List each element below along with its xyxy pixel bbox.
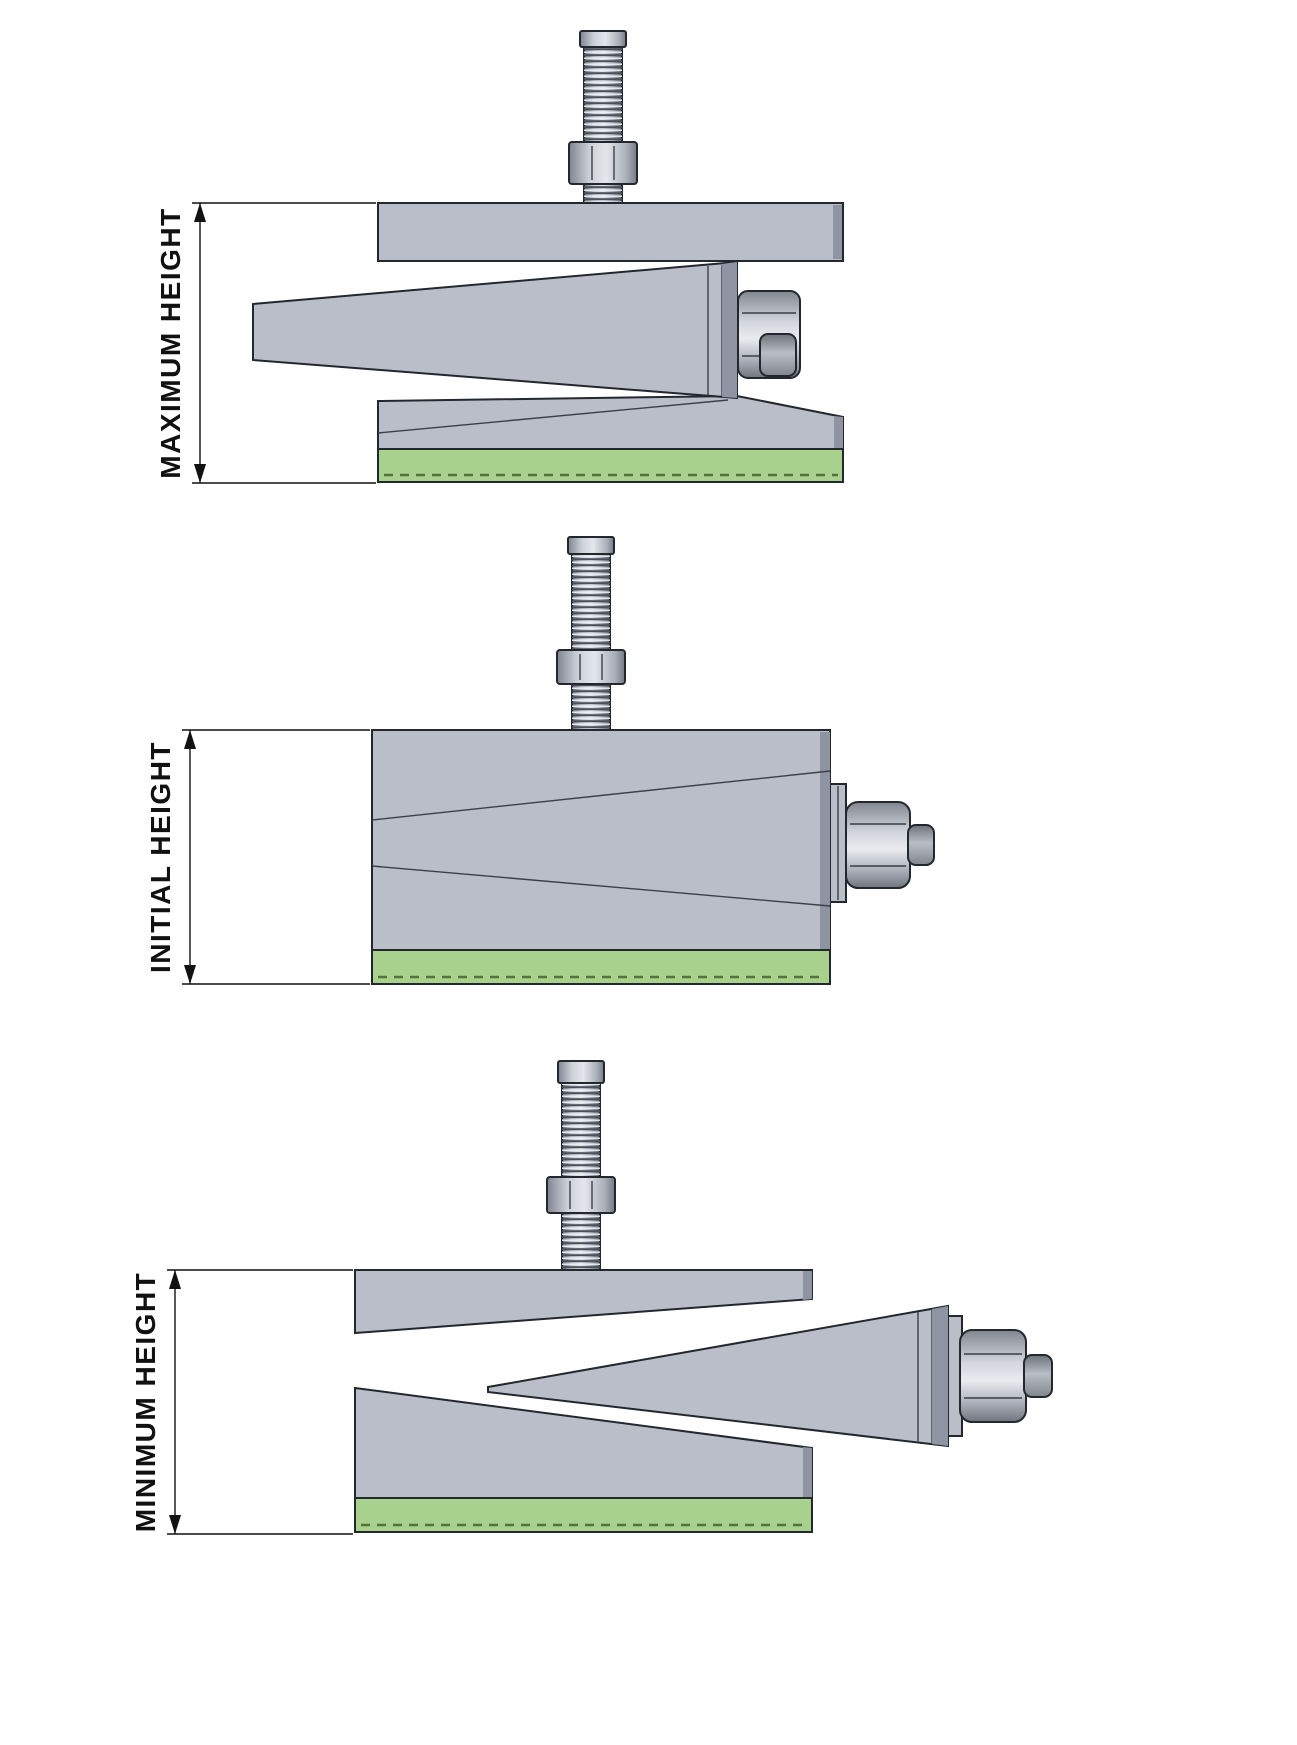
stud-top-cap bbox=[567, 536, 615, 555]
side-adjust-bolt bbox=[829, 783, 935, 903]
top-plate bbox=[377, 202, 844, 262]
mount-body bbox=[252, 202, 844, 453]
arrowhead-up-icon bbox=[169, 1270, 181, 1289]
arrowhead-down-icon bbox=[169, 1515, 181, 1534]
housing-block bbox=[371, 729, 831, 954]
sliding-wedge bbox=[252, 260, 738, 400]
base-plate-seam bbox=[377, 399, 729, 434]
dimension-maximum-height: MAXIMUM HEIGHT bbox=[155, 202, 376, 484]
bolt-hex-head bbox=[959, 1329, 1027, 1423]
stud-top-cap bbox=[557, 1060, 605, 1084]
side-adjust-bolt bbox=[947, 1315, 1053, 1437]
figure-initial-height: INITIAL HEIGHT bbox=[145, 536, 935, 985]
top-plate bbox=[354, 1269, 813, 1335]
anti-vibration-pad bbox=[371, 949, 831, 985]
mount-body bbox=[354, 1269, 1053, 1501]
dimension-minimum-height: MINIMUM HEIGHT bbox=[130, 1269, 353, 1535]
bolt-shank-end bbox=[907, 824, 935, 866]
adjustment-stud bbox=[546, 1060, 616, 1274]
wedge-interface-lower bbox=[371, 865, 831, 907]
base-plate-side-face bbox=[834, 416, 843, 451]
base-plate bbox=[377, 394, 844, 453]
hex-nut bbox=[556, 649, 626, 685]
bolt-hex-head bbox=[845, 801, 911, 889]
stud-thread-texture bbox=[572, 554, 610, 732]
bolt-shank-end bbox=[1023, 1354, 1053, 1398]
mount-body bbox=[371, 729, 935, 954]
hex-nut bbox=[568, 141, 638, 185]
minimum-height-label: MINIMUM HEIGHT bbox=[130, 1272, 161, 1533]
anti-vibration-pad bbox=[377, 448, 844, 483]
stud-top-cap bbox=[579, 30, 627, 48]
top-plate-side-face bbox=[833, 205, 842, 259]
arrowhead-up-icon bbox=[184, 730, 196, 749]
bolt-shank-end bbox=[759, 333, 797, 377]
figure-minimum-height: MINIMUM HEIGHT bbox=[130, 1060, 1053, 1535]
top-plate-side-face bbox=[803, 1271, 812, 1300]
arrowhead-down-icon bbox=[184, 965, 196, 984]
sliding-wedge bbox=[487, 1304, 949, 1448]
side-adjust-bolt bbox=[737, 290, 801, 379]
figure-maximum-height: MAXIMUM HEIGHT bbox=[155, 30, 844, 484]
base-plate-side-face bbox=[803, 1447, 812, 1499]
arrowhead-down-icon bbox=[194, 464, 206, 483]
housing-side-face bbox=[820, 732, 830, 951]
wedge-interface-upper bbox=[371, 770, 831, 821]
adjustment-stud bbox=[568, 30, 638, 207]
dimension-initial-height: INITIAL HEIGHT bbox=[145, 729, 370, 985]
hex-nut bbox=[546, 1176, 616, 1214]
initial-height-label: INITIAL HEIGHT bbox=[145, 741, 176, 973]
adjustment-stud bbox=[556, 536, 626, 733]
arrowhead-up-icon bbox=[194, 203, 206, 222]
anti-vibration-pad bbox=[354, 1497, 813, 1533]
maximum-height-label: MAXIMUM HEIGHT bbox=[155, 207, 186, 478]
